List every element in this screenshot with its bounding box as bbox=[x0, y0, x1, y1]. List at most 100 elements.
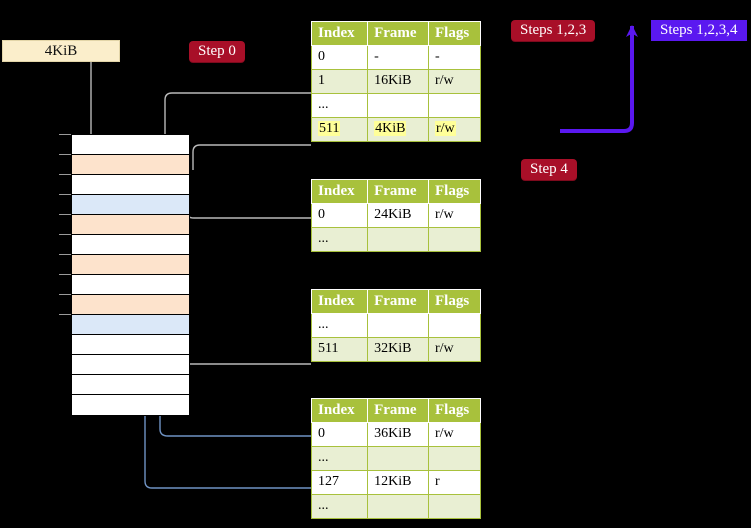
cell-index: ... bbox=[310, 93, 369, 118]
cell-frame: - bbox=[367, 45, 429, 70]
badge-step-0: Step 0 bbox=[189, 41, 245, 62]
column-header-frame: Frame bbox=[367, 179, 429, 204]
cell-frame: 24KiB bbox=[367, 203, 429, 228]
cell-frame bbox=[367, 313, 429, 338]
memory-frame-row bbox=[72, 135, 189, 155]
memory-frame-row bbox=[72, 295, 189, 315]
column-header-index: Index bbox=[310, 179, 369, 204]
cell-frame: 16KiB bbox=[367, 69, 429, 94]
badge-step-4-label: Step 4 bbox=[530, 161, 568, 177]
wire-l3-entry bbox=[185, 207, 311, 219]
highlighted-value: r/w bbox=[434, 121, 456, 136]
table-row: ... bbox=[310, 227, 482, 252]
cell-flags: r/w bbox=[427, 422, 482, 447]
cell-frame: 4KiB bbox=[367, 117, 429, 142]
cell-index: ... bbox=[310, 313, 369, 338]
column-header-index: Index bbox=[310, 21, 369, 46]
cell-flags bbox=[427, 227, 482, 252]
memory-frame-row bbox=[72, 155, 189, 175]
cell-frame bbox=[367, 446, 429, 471]
memory-frame-row bbox=[72, 355, 189, 375]
cell-index: 0 bbox=[310, 45, 369, 70]
cell-index: 511 bbox=[310, 337, 369, 362]
cell-flags: r/w bbox=[427, 69, 482, 94]
column-header-index: Index bbox=[310, 289, 369, 314]
memory-frame-row bbox=[72, 255, 189, 275]
memory-scale-tick bbox=[59, 134, 71, 135]
highlighted-value: 4KiB bbox=[374, 121, 407, 136]
memory-frame-row bbox=[72, 375, 189, 395]
cell-frame bbox=[367, 227, 429, 252]
memory-frame-row bbox=[72, 335, 189, 355]
cell-index: ... bbox=[310, 494, 369, 519]
cell-index: 1 bbox=[310, 69, 369, 94]
cell-frame bbox=[367, 494, 429, 519]
cell-index: ... bbox=[310, 446, 369, 471]
column-header-flags: Flags bbox=[427, 21, 482, 46]
column-header-frame: Frame bbox=[367, 398, 429, 423]
column-header-frame: Frame bbox=[367, 289, 429, 314]
memory-scale-tick bbox=[59, 234, 71, 235]
cell-index: 0 bbox=[310, 203, 369, 228]
cell-index: ... bbox=[310, 227, 369, 252]
memory-scale-tick bbox=[59, 194, 71, 195]
cell-flags bbox=[427, 93, 482, 118]
wire-l2-row511 bbox=[177, 305, 311, 365]
memory-scale-tick bbox=[59, 314, 71, 315]
memory-frame-row bbox=[72, 195, 189, 215]
cell-flags: r/w bbox=[427, 337, 482, 362]
cell-index: 511 bbox=[310, 117, 369, 142]
table-row: ... bbox=[310, 494, 482, 519]
cell-flags: r/w bbox=[427, 203, 482, 228]
table-row: ... bbox=[310, 446, 482, 471]
column-header-frame: Frame bbox=[367, 21, 429, 46]
badge-steps-123: Steps 1,2,3 bbox=[511, 20, 596, 41]
badge-step-0-label: Step 0 bbox=[198, 43, 236, 59]
cell-flags: r/w bbox=[427, 117, 482, 142]
memory-frame-row bbox=[72, 315, 189, 335]
badge-steps-123-label: Steps 1,2,3 bbox=[520, 22, 587, 38]
cell-flags: r bbox=[427, 470, 482, 495]
table-row: ... bbox=[310, 313, 482, 338]
highlighted-value: 511 bbox=[318, 121, 341, 136]
memory-size-text: 4KiB bbox=[44, 43, 78, 59]
cell-flags: - bbox=[427, 45, 482, 70]
column-header-flags: Flags bbox=[427, 398, 482, 423]
memory-frame-row bbox=[72, 235, 189, 255]
memory-scale-tick bbox=[59, 174, 71, 175]
cell-frame bbox=[367, 93, 429, 118]
memory-scale-tick bbox=[59, 274, 71, 275]
memory-frame-row bbox=[72, 395, 189, 415]
cell-index: 127 bbox=[310, 470, 369, 495]
memory-frame-row bbox=[72, 275, 189, 295]
physical-memory-column bbox=[71, 134, 190, 416]
column-header-index: Index bbox=[310, 398, 369, 423]
table-row: ... bbox=[310, 93, 482, 118]
cell-flags bbox=[427, 313, 482, 338]
column-header-flags: Flags bbox=[427, 179, 482, 204]
badge-step-4: Step 4 bbox=[521, 159, 577, 180]
cell-flags bbox=[427, 494, 482, 519]
cell-frame: 12KiB bbox=[367, 470, 429, 495]
memory-scale-tick bbox=[59, 214, 71, 215]
memory-frame-row bbox=[72, 175, 189, 195]
column-header-flags: Flags bbox=[427, 289, 482, 314]
wire-l4-row511 bbox=[192, 144, 311, 170]
memory-frame-row bbox=[72, 215, 189, 235]
cell-flags bbox=[427, 446, 482, 471]
memory-scale-tick bbox=[59, 294, 71, 295]
